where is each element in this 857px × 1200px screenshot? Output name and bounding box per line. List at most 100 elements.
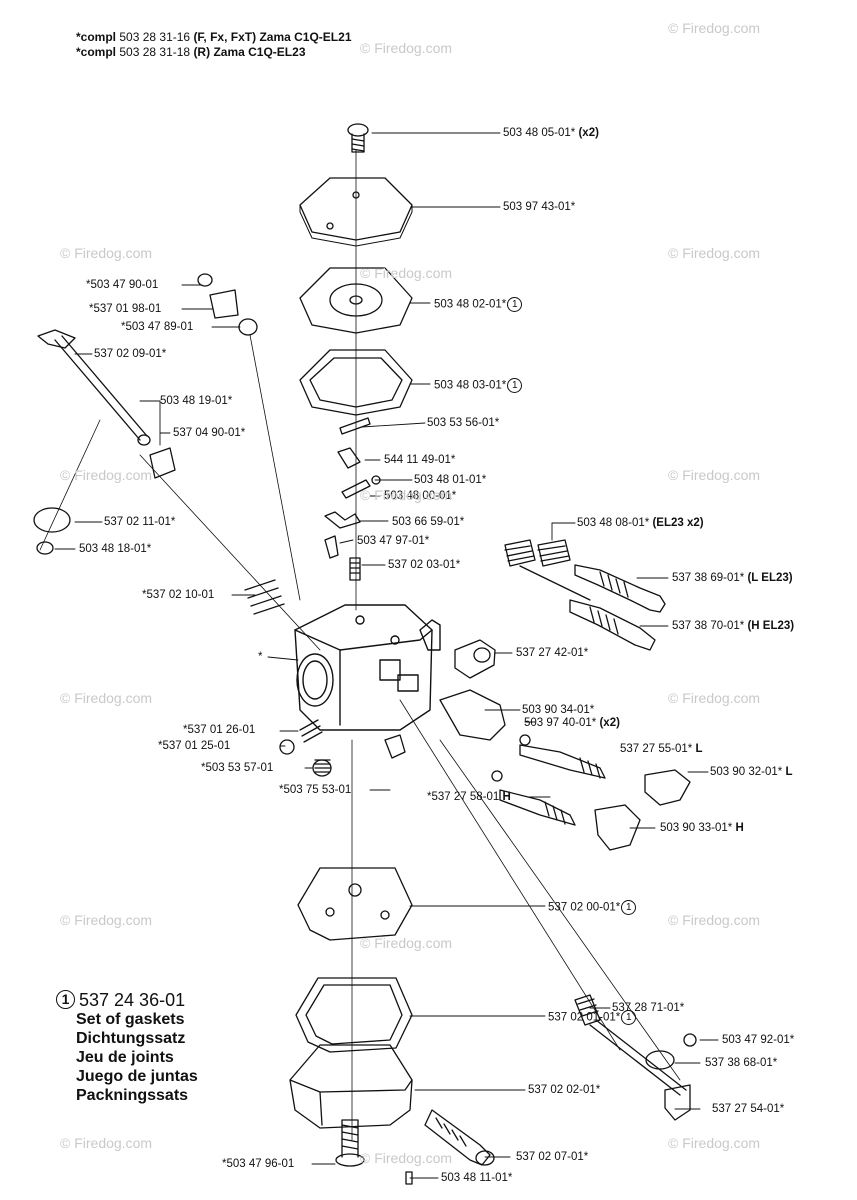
pump-diaphragm	[295, 977, 413, 1053]
part-label: 503 66 59-01*	[392, 516, 464, 529]
part-number: 537 02 02-01*	[528, 1084, 601, 1096]
part-label: 537 04 90-01*	[173, 427, 245, 440]
part-label: 503 47 92-01*	[722, 1034, 794, 1047]
header-model: Zama C1Q-EL23	[213, 45, 306, 59]
part-number: 503 97 40-01*	[524, 717, 597, 729]
part-number: 537 02 03-01*	[388, 559, 461, 571]
part-qualifier: H	[502, 791, 511, 803]
firedog-watermark: © Firedog.com	[60, 912, 153, 928]
throttle-linkage	[574, 994, 697, 1121]
part-label: 537 27 42-01*	[516, 647, 588, 660]
firedog-watermark: © Firedog.com	[668, 467, 761, 483]
firedog-watermark: © Firedog.com	[360, 1150, 453, 1166]
part-number: *	[258, 651, 263, 663]
top-screw	[347, 123, 369, 153]
part-number: 537 27 55-01*	[620, 743, 693, 755]
bottom-screw-right	[424, 1109, 495, 1166]
part-label: 537 38 69-01* (L EL23)	[672, 572, 793, 585]
part-label: 503 48 01-01*	[414, 474, 486, 487]
part-label: 537 02 11-01*	[104, 516, 175, 529]
part-number: 537 02 11-01*	[104, 516, 176, 528]
part-label: 537 28 71-01*	[612, 1002, 684, 1015]
firedog-watermark: © Firedog.com	[360, 487, 453, 503]
part-number: 537 02 00-01*	[548, 901, 621, 914]
cap-l	[644, 769, 691, 806]
part-number: 503 48 00-01*	[384, 490, 457, 502]
gasket-set-marker: 1	[507, 297, 523, 312]
firedog-watermark: © Firedog.com	[360, 935, 453, 951]
carburetor-body	[294, 604, 441, 731]
leader-lines	[54, 132, 719, 1179]
part-qualifier: L	[785, 766, 793, 778]
part-number: 537 27 54-01*	[712, 1103, 785, 1115]
part-label: *537 01 98-01	[89, 303, 161, 316]
part-label: 503 48 19-01*	[160, 395, 232, 408]
part-label: 537 27 54-01*	[712, 1103, 784, 1116]
part-label: *503 53 57-01	[201, 762, 273, 775]
part-number: 503 90 33-01*	[660, 822, 733, 834]
part-number: 503 90 32-01*	[710, 766, 783, 778]
part-number: *503 53 57-01	[201, 762, 274, 774]
part-label: 544 11 49-01*	[384, 454, 455, 467]
part-number: *537 01 98-01	[89, 303, 162, 315]
firedog-watermark: © Firedog.com	[60, 467, 153, 483]
part-number: *537 02 10-01	[142, 589, 215, 601]
part-label: 503 90 33-01* H	[660, 822, 744, 835]
part-number: *537 01 26-01	[183, 724, 256, 736]
part-label: *503 47 89-01	[121, 321, 193, 334]
intake-part	[454, 639, 496, 679]
part-label: 503 90 34-01*	[522, 704, 594, 717]
part-label: *537 01 26-01	[183, 724, 255, 737]
part-number: 503 48 19-01*	[160, 395, 233, 407]
part-qualifier: (x2)	[599, 717, 620, 729]
bottom-screw-left	[335, 1119, 365, 1167]
part-label: 503 48 05-01* (x2)	[503, 127, 599, 140]
legend-line: Juego de juntas	[76, 1068, 198, 1085]
part-number: 503 66 59-01*	[392, 516, 465, 528]
part-label: 537 38 70-01* (H EL23)	[672, 620, 794, 633]
needle-h	[499, 789, 576, 826]
legend-line: Jeu de joints	[76, 1049, 174, 1066]
part-number: 503 48 03-01*	[434, 379, 507, 392]
part-label: 537 02 00-01*1	[548, 900, 637, 915]
firedog-watermark: © Firedog.com	[668, 1135, 761, 1151]
part-label: *503 47 90-01	[86, 279, 158, 292]
part-label: *503 47 96-01	[222, 1158, 294, 1171]
needle-screw-h	[569, 599, 656, 651]
part-label: 537 02 01-01*1	[548, 1010, 637, 1025]
cover-plate	[299, 177, 413, 241]
needle-l	[519, 744, 606, 779]
part-number: 503 48 01-01*	[414, 474, 487, 486]
header-variant: (F, Fx, FxT)	[193, 30, 257, 44]
part-label: 503 97 40-01* (x2)	[524, 717, 620, 730]
part-number: *503 75 53-01	[279, 784, 352, 796]
part-number: 503 47 97-01*	[357, 535, 430, 547]
part-number: 537 28 71-01*	[612, 1002, 685, 1014]
part-label: *537 01 25-01	[158, 740, 230, 753]
header-variant: (R)	[193, 45, 211, 59]
part-label: 537 02 07-01*	[516, 1151, 588, 1164]
part-qualifier: (x2)	[578, 127, 599, 139]
gasket-set-marker: 1	[507, 378, 523, 393]
part-label: 503 48 08-01* (EL23 x2)	[577, 517, 704, 530]
part-number: 503 48 05-01*	[503, 127, 576, 139]
part-number: *503 47 90-01	[86, 279, 159, 291]
part-number: *537 27 58-01	[427, 791, 500, 803]
part-number: 503 53 56-01*	[427, 417, 500, 429]
diaphragm	[299, 267, 413, 334]
part-label: 503 47 97-01*	[357, 535, 429, 548]
legend-line: Set of gaskets	[76, 1011, 185, 1028]
firedog-watermark: © Firedog.com	[668, 245, 761, 261]
part-number: 537 02 01-01*	[548, 1011, 621, 1024]
part-number: 537 02 07-01*	[516, 1151, 589, 1163]
part-label: *503 75 53-01	[279, 784, 351, 797]
firedog-watermark: © Firedog.com	[60, 1135, 153, 1151]
firedog-watermark: © Firedog.com	[668, 20, 761, 36]
legend-circle-marker: 1	[56, 990, 75, 1009]
part-qualifier: (EL23 x2)	[652, 517, 704, 529]
part-number: 537 02 09-01*	[94, 348, 167, 360]
